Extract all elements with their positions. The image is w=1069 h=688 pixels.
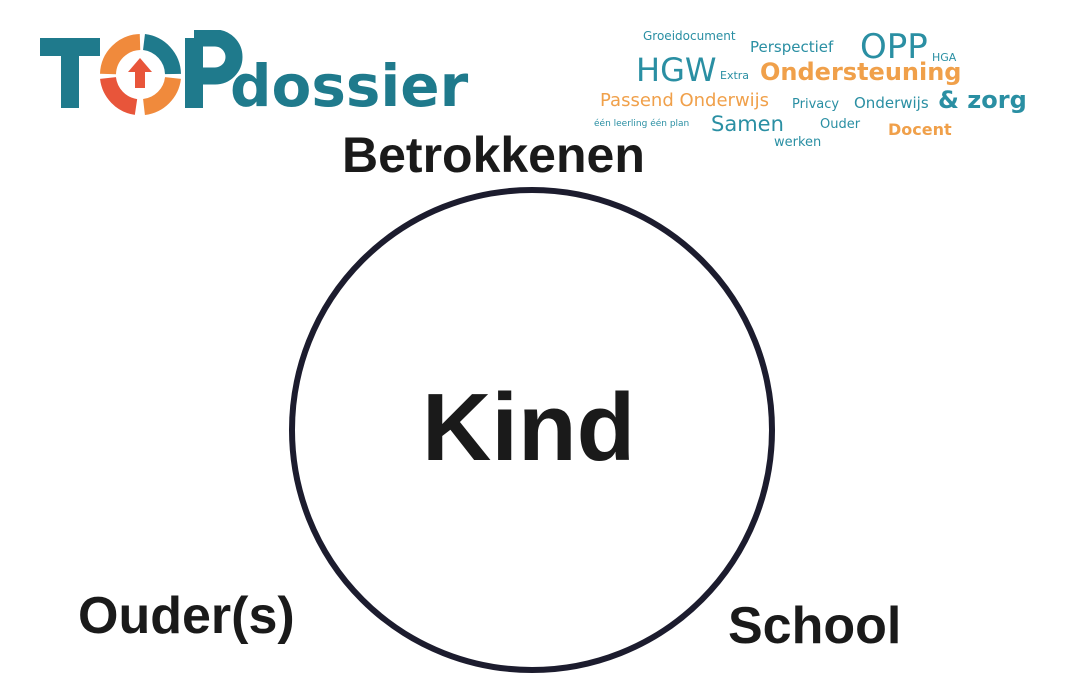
top-dossier-logo-graphic: dossier <box>40 30 469 120</box>
word-samen: Samen <box>711 112 784 136</box>
word-cloud: Groeidocument Perspectief OPP HGA HGW Ex… <box>588 18 1028 168</box>
word-en-zorg: & zorg <box>938 86 1027 114</box>
word-werken: werken <box>774 135 822 150</box>
word-hga: HGA <box>932 51 957 64</box>
betrokkenen-heading: Betrokkenen <box>342 127 645 183</box>
word-opp: OPP <box>860 27 928 67</box>
school-label: School <box>728 597 902 655</box>
word-onderwijs: Onderwijs <box>854 94 929 112</box>
word-een-leerling-een-plan: één leerling één plan <box>594 119 690 129</box>
word-privacy: Privacy <box>792 97 840 112</box>
word-docent: Docent <box>888 120 952 139</box>
kind-label: Kind <box>422 374 636 481</box>
kind-circle <box>289 187 775 673</box>
word-ondersteuning: Ondersteuning <box>760 58 962 86</box>
word-hgw: HGW <box>636 51 717 89</box>
word-groeidocument: Groeidocument <box>643 29 736 43</box>
word-passend-onderwijs: Passend Onderwijs <box>600 90 770 111</box>
word-ouder: Ouder <box>820 117 861 132</box>
ouders-label: Ouder(s) <box>78 587 295 645</box>
word-perspectief: Perspectief <box>750 38 834 56</box>
word-extra: Extra <box>720 69 750 82</box>
logo-dossier-text: dossier <box>230 52 469 120</box>
top-dossier-logo: dossier <box>40 30 480 120</box>
